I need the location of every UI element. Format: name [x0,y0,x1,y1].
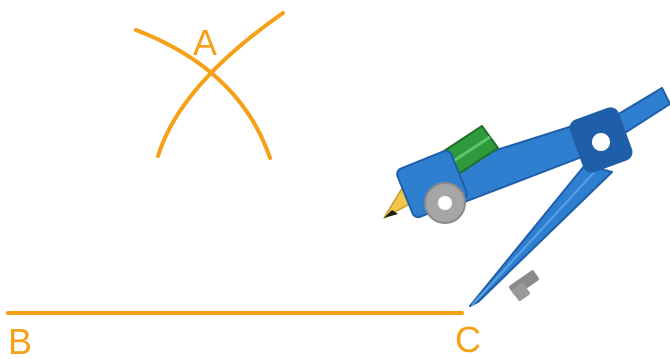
arc-from-c [156,11,285,158]
label-b: B [8,321,32,359]
needle-screw-icon [509,270,539,301]
compass-icon [383,87,670,307]
label-c: C [455,319,481,359]
arc-from-b [134,28,272,160]
label-a: A [193,22,217,63]
